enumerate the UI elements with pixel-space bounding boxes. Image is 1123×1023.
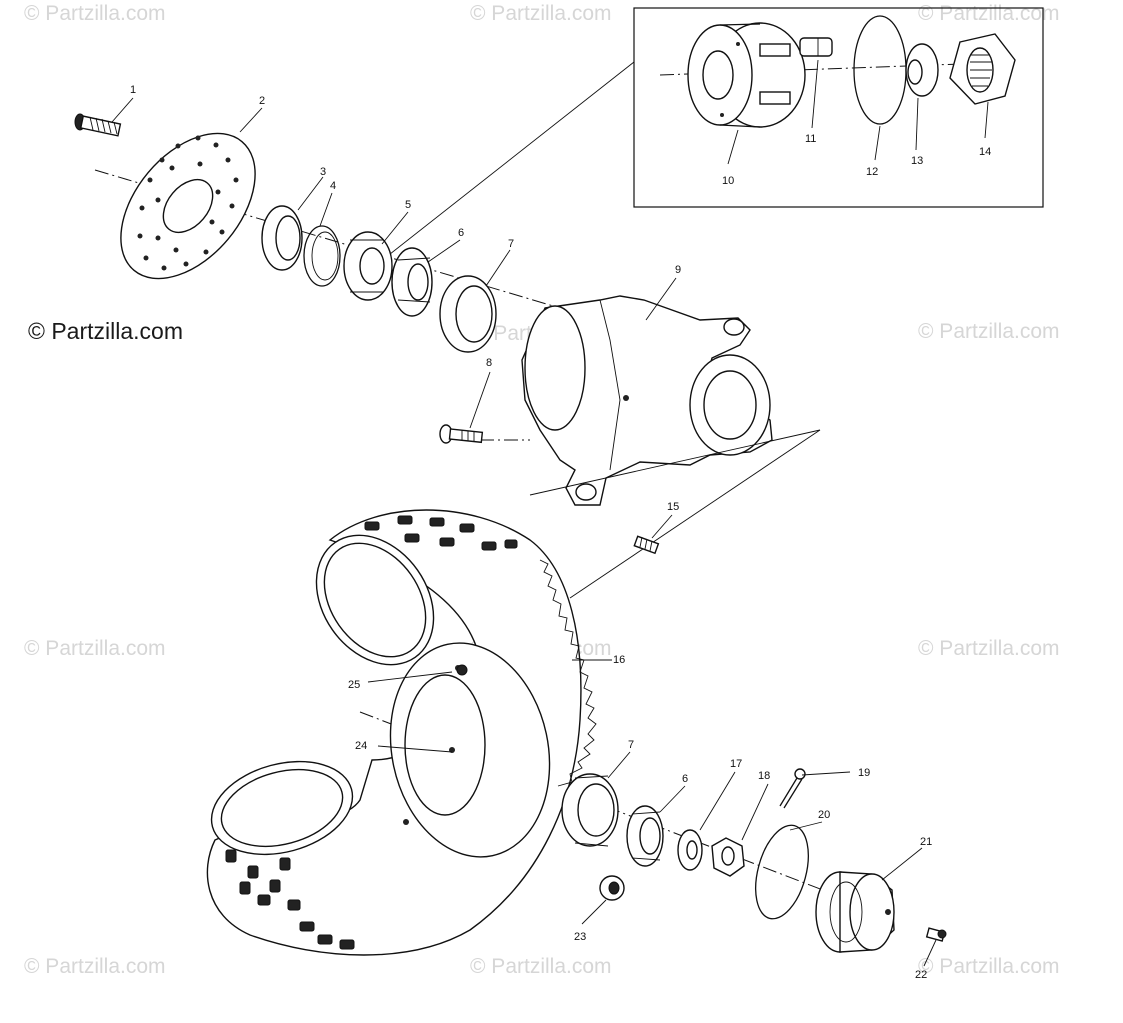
part-10-splined-hub: [687, 22, 806, 128]
part-24-wheel-rim: [389, 642, 551, 858]
callout-14: 14: [979, 146, 991, 158]
part-19-cotter-pin: [779, 768, 806, 809]
part-13-washer: [905, 43, 939, 97]
callout-labels: 1 2 3 4 5 6 7 8 9 10 11 12 13 14 15 16 1…: [130, 84, 991, 981]
callout-9: 9: [675, 264, 681, 276]
part-1-bolt: [74, 113, 122, 137]
callout-11: 11: [805, 133, 816, 145]
callout-18: 18: [758, 770, 770, 782]
inset-leader-line: [384, 61, 635, 259]
part-2-brake-disc: [120, 132, 256, 280]
callout-13: 13: [911, 155, 923, 167]
part-22-bolt: [925, 927, 947, 942]
part-17-washer: [677, 829, 703, 871]
callout-21: 21: [920, 836, 932, 848]
callout-24: 24: [355, 740, 367, 752]
callout-10: 10: [722, 175, 734, 187]
watermark: © Partzilla.com: [470, 955, 612, 978]
part-9-knuckle: [521, 295, 821, 599]
callout-23: 23: [574, 931, 586, 943]
part-12-o-ring: [853, 15, 907, 125]
leader-lines: [111, 59, 989, 967]
part-6-bearing-upper: [391, 247, 433, 317]
callout-8: 8: [486, 357, 492, 369]
callout-17: 17: [730, 758, 742, 770]
inset-detail-box: [633, 7, 1044, 208]
watermark: © Partzilla.com: [24, 2, 166, 25]
callout-1: 1: [130, 84, 136, 96]
part-4-snap-ring: [303, 225, 341, 287]
watermark: © Partzilla.com: [24, 955, 166, 978]
callout-22: 22: [915, 969, 927, 981]
part-6-bearing-lower: [626, 805, 664, 867]
part-5-hub: [343, 231, 393, 301]
callout-4: 4: [330, 180, 336, 192]
watermark: © Partzilla.com: [918, 955, 1060, 978]
part-20-o-ring: [755, 824, 809, 920]
callout-19: 19: [858, 767, 870, 779]
part-3-seal: [261, 205, 303, 271]
callout-20: 20: [818, 809, 830, 821]
watermark: © Partzilla.com: [24, 637, 166, 660]
centerline-lower: [359, 711, 881, 913]
part-11-pin: [799, 37, 833, 57]
callout-5: 5: [405, 199, 411, 211]
watermark-main: © Partzilla.com: [28, 318, 183, 344]
watermark: © Partzilla.com: [918, 320, 1060, 343]
part-14-nut: [949, 33, 1016, 105]
part-7-race-upper: [439, 275, 497, 353]
part-7-race-lower: [561, 773, 619, 847]
callout-7-lower: 7: [628, 739, 634, 751]
callout-12: 12: [866, 166, 878, 178]
part-25-valve: [456, 664, 468, 676]
callout-3: 3: [320, 166, 326, 178]
callout-15: 15: [667, 501, 679, 513]
callout-7: 7: [508, 238, 514, 250]
part-8-stud: [439, 424, 484, 444]
watermark: © Partzilla.com: [918, 637, 1060, 660]
part-23-lug-nut: [599, 875, 625, 901]
callout-16: 16: [613, 654, 625, 666]
callout-6-lower: 6: [682, 773, 688, 785]
callout-2: 2: [259, 95, 265, 107]
part-21-hub-cap: [815, 871, 895, 953]
watermark: © Partzilla.com: [470, 2, 612, 25]
callout-25: 25: [348, 679, 360, 691]
part-15-screw: [633, 535, 660, 555]
callout-6: 6: [458, 227, 464, 239]
part-18-castle-nut: [711, 837, 745, 877]
